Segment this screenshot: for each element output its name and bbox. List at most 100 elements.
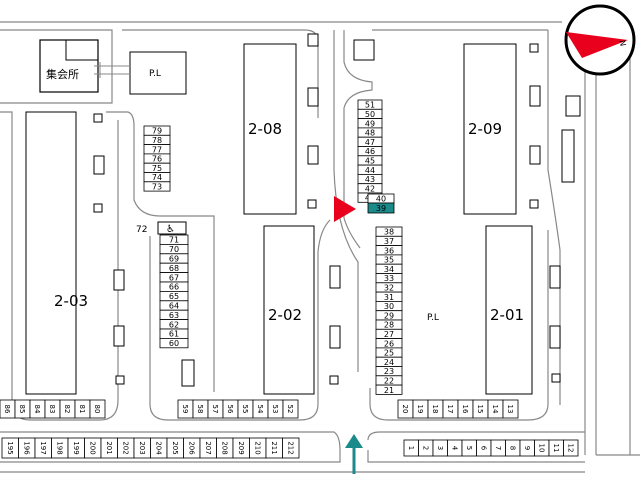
parking-space-label-68: 68	[169, 264, 179, 273]
parking-space-label-54: 54	[256, 405, 264, 414]
parking-space-label-34: 34	[384, 265, 394, 274]
parking-space-label-86: 86	[3, 405, 11, 414]
compass-icon: N	[564, 4, 636, 76]
parking-space-label-196: 196	[22, 441, 30, 455]
parking-space-label-52: 52	[286, 405, 294, 414]
parking-space-label-39: 39	[376, 204, 386, 213]
parking-space-label-65: 65	[169, 292, 179, 301]
parking-space-label-32: 32	[384, 283, 394, 292]
parking-space-label-24: 24	[384, 358, 394, 367]
parking-space-label-49: 49	[365, 119, 375, 128]
parking-space-label-19: 19	[416, 405, 424, 414]
parking-space-label-84: 84	[33, 405, 41, 414]
parking-space-label-206: 206	[187, 441, 195, 455]
parking-space-label-70: 70	[169, 245, 179, 254]
parking-space-label-46: 46	[365, 147, 375, 156]
meeting-hall	[39, 39, 99, 93]
parking-space-label-4: 4	[450, 446, 458, 451]
parking-space-label-37: 37	[384, 237, 394, 246]
building-2-09-label: 2-09	[468, 120, 502, 138]
parking-space-label-74: 74	[152, 173, 162, 182]
parking-space-label-21: 21	[384, 386, 394, 395]
parking-space-label-10: 10	[537, 444, 545, 453]
parking-space-label-28: 28	[384, 321, 394, 330]
parking-space-label-18: 18	[431, 405, 439, 414]
building-2-03-label: 2-03	[54, 292, 88, 310]
wheelchair-icon: ♿	[166, 224, 175, 235]
parking-space-label-211: 211	[270, 441, 278, 454]
parking-space-label-63: 63	[169, 311, 179, 320]
parking-space-label-31: 31	[384, 293, 394, 302]
parking-space-label-11: 11	[552, 444, 560, 453]
parking-space-label-26: 26	[384, 339, 394, 348]
parking-space-label-8: 8	[508, 446, 516, 450]
parking-space-label-51: 51	[365, 101, 375, 110]
parking-space-label-50: 50	[365, 110, 375, 119]
parking-space-label-197: 197	[39, 441, 47, 454]
buildings: 集会所 P.L 2-08 2-09 2-03 2-02 2-01 P.L	[25, 39, 533, 395]
parking-space-label-199: 199	[72, 441, 80, 454]
parking-space-label-201: 201	[105, 441, 113, 454]
parking-space-label-48: 48	[365, 129, 375, 138]
parking-space-label-61: 61	[169, 330, 179, 339]
parking-space-label-83: 83	[48, 405, 56, 414]
parking-space-label-15: 15	[476, 405, 484, 414]
parking-space-label-40: 40	[376, 195, 386, 204]
accessible-space: ♿	[157, 221, 187, 235]
parking-space-label-23: 23	[384, 367, 394, 376]
parking-space-label-67: 67	[169, 273, 179, 282]
parking-space-label-73: 73	[152, 182, 162, 191]
building-2-01	[485, 225, 533, 395]
parking-space-label-76: 76	[152, 155, 162, 164]
parking-space-80	[89, 399, 106, 419]
parking-space-label-45: 45	[365, 156, 375, 165]
small-structures	[93, 33, 581, 387]
building-2-09	[463, 43, 517, 215]
parking-lot-main-label: P.L	[427, 313, 439, 323]
building-2-02-label: 2-02	[268, 306, 302, 324]
parking-space-label-198: 198	[55, 441, 63, 454]
parking-space-label-204: 204	[154, 441, 162, 455]
parking-space-label-195: 195	[6, 441, 14, 454]
parking-space-label-38: 38	[384, 228, 394, 237]
location-marker-triangle	[334, 196, 356, 222]
parking-space-label-1: 1	[407, 446, 415, 450]
parking-space-label-30: 30	[384, 302, 394, 311]
parking-space-label-60: 60	[169, 339, 179, 348]
building-2-03	[25, 111, 77, 395]
parking-space-label-13: 13	[506, 405, 514, 414]
parking-space-label-209: 209	[237, 441, 245, 454]
parking-space-label-2: 2	[421, 446, 429, 450]
parking-space-label-58: 58	[196, 405, 204, 414]
parking-space-label-62: 62	[169, 320, 179, 329]
parking-space-label-42: 42	[365, 184, 375, 193]
parking-space-label-33: 33	[384, 274, 394, 283]
parking-space-39	[367, 202, 395, 214]
parking-space-52	[282, 399, 299, 419]
parking-space-label-78: 78	[152, 136, 162, 145]
building-2-01-label: 2-01	[490, 306, 524, 324]
parking-space-label-57: 57	[211, 405, 219, 414]
parking-space-label-79: 79	[152, 127, 162, 136]
parking-space-label-203: 203	[138, 441, 146, 454]
parking-space-label-47: 47	[365, 138, 375, 147]
parking-space-label-36: 36	[384, 246, 394, 255]
parking-lot-top-label: P.L	[149, 69, 161, 79]
parking-space-label-205: 205	[171, 441, 179, 454]
parking-space-73	[143, 181, 171, 192]
parking-space-label-82: 82	[63, 405, 71, 414]
parking-space-label-16: 16	[461, 405, 469, 414]
parking-space-label-44: 44	[365, 166, 375, 175]
parking-space-label-59: 59	[181, 405, 189, 414]
parking-space-label-71: 71	[169, 236, 179, 245]
space-label-72: 72	[136, 225, 147, 235]
parking-space-13	[502, 399, 519, 419]
parking-space-label-12: 12	[566, 444, 574, 453]
parking-space-label-9: 9	[523, 446, 531, 450]
parking-space-label-14: 14	[491, 405, 499, 414]
parking-space-12	[563, 439, 579, 457]
parking-space-label-17: 17	[446, 405, 454, 414]
parking-space-212	[282, 437, 300, 459]
parking-space-label-75: 75	[152, 164, 162, 173]
